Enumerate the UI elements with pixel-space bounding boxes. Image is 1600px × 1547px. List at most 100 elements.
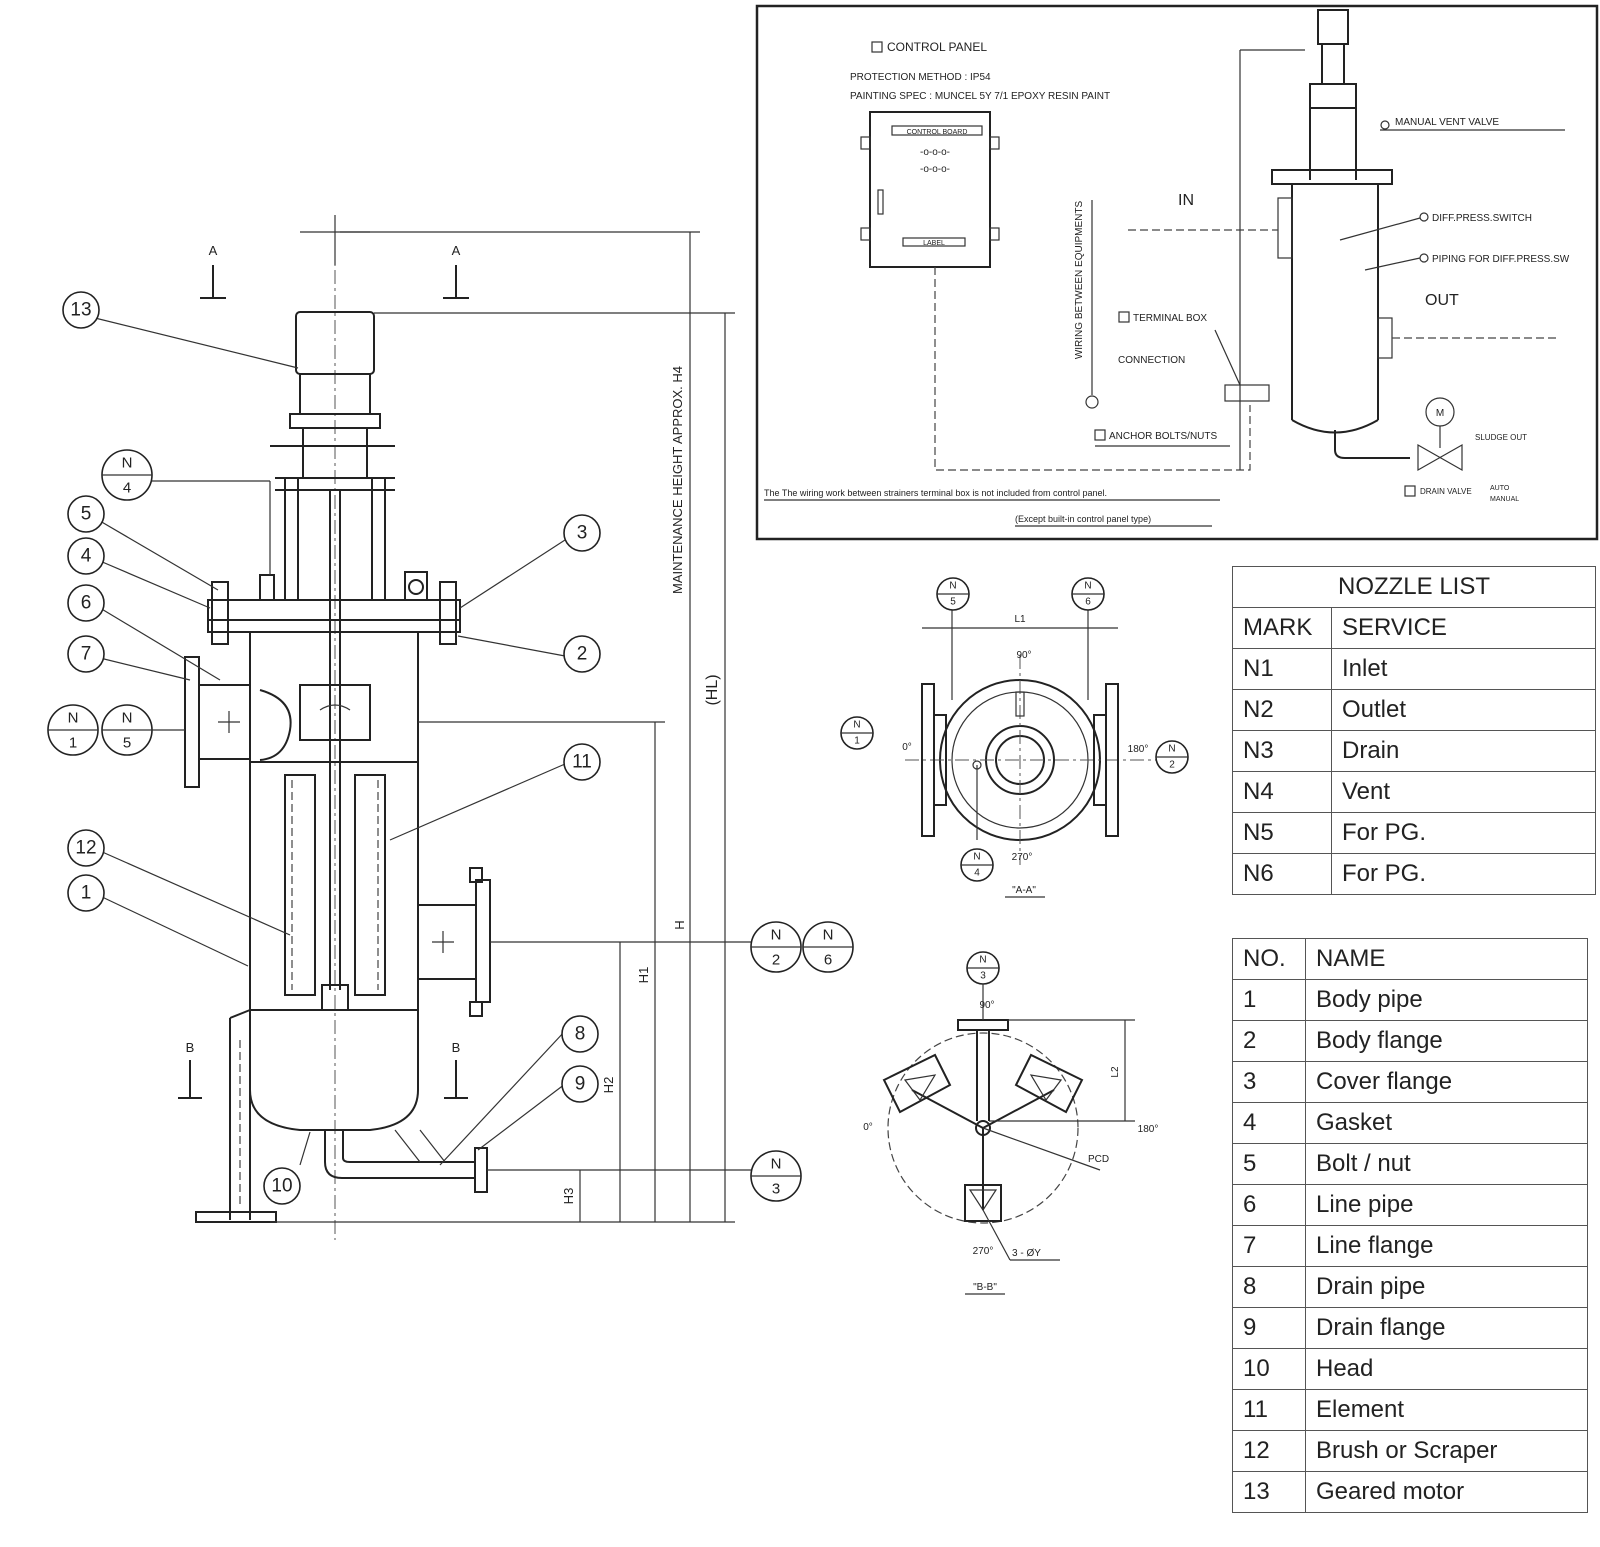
aa-width: L1 (1014, 614, 1026, 625)
name-cell: Head (1305, 1348, 1588, 1390)
col-service-header: SERVICE (1331, 607, 1596, 649)
terminal-box-label: TERMINAL BOX (1133, 313, 1207, 324)
svg-text:N: N (1084, 581, 1091, 592)
callout-4: 4 (67, 537, 105, 575)
svg-text:2: 2 (577, 644, 588, 665)
manual-vent-label: MANUAL VENT VALVE (1395, 117, 1499, 128)
svg-text:-o-o-o-: -o-o-o- (920, 147, 950, 158)
bb-deg-0: 0° (863, 1122, 873, 1133)
svg-text:N: N (949, 581, 956, 592)
svg-text:N: N (771, 927, 782, 944)
section-b-left: B (186, 1040, 195, 1055)
svg-text:5: 5 (950, 597, 956, 608)
drain-valve-label: DRAIN VALVE (1420, 487, 1472, 496)
name-cell: Gasket (1305, 1102, 1588, 1144)
aa-n2: N2 (1155, 740, 1189, 774)
bb-deg-90: 90° (979, 1000, 994, 1011)
svg-text:5: 5 (81, 504, 92, 525)
mark-cell: N6 (1232, 853, 1332, 895)
mark-cell: N5 (1232, 812, 1332, 854)
svg-text:-o-o-o-: -o-o-o- (920, 164, 950, 175)
painting-spec: PAINTING SPEC : MUNCEL 5Y 7/1 EPOXY RESI… (850, 91, 1110, 102)
callout-8: 8 (561, 1015, 599, 1053)
bb-pcd: PCD (1088, 1154, 1109, 1165)
name-cell: Geared motor (1305, 1471, 1588, 1513)
service-cell: Inlet (1331, 648, 1596, 690)
callout-6: 6 (67, 584, 105, 622)
svg-text:3: 3 (772, 1181, 780, 1198)
svg-text:N: N (771, 1156, 782, 1173)
no-cell: 3 (1232, 1061, 1306, 1103)
wiring-between: WIRING BETWEEN EQUIPMENTS (1074, 201, 1085, 360)
aa-deg-270: 270° (1012, 852, 1033, 863)
callout-10: 10 (263, 1167, 301, 1205)
svg-text:N: N (122, 455, 133, 472)
nozzle-n4: N4 (101, 449, 153, 501)
callout-13: 13 (62, 291, 100, 329)
svg-text:3: 3 (577, 523, 588, 544)
callout-2: 2 (563, 635, 601, 673)
bb-n3: N3 (966, 951, 1000, 985)
motor-m-label: M (1436, 408, 1444, 419)
wiring-note-2: (Except built-in control panel type) (1015, 514, 1151, 524)
manual-label: MANUAL (1490, 496, 1519, 503)
maint-height-label: MAINTENANCE HEIGHT APPROX. H4 (670, 366, 685, 594)
no-cell: 2 (1232, 1020, 1306, 1062)
no-cell: 8 (1232, 1266, 1306, 1308)
name-cell: Line flange (1305, 1225, 1588, 1267)
section-a-left: A (209, 243, 218, 258)
svg-text:2: 2 (1169, 760, 1175, 771)
no-cell: 12 (1232, 1430, 1306, 1472)
panel-label-plate: LABEL (923, 240, 945, 247)
control-panel-title: CONTROL PANEL (887, 40, 987, 54)
svg-text:9: 9 (575, 1074, 586, 1095)
svg-text:12: 12 (75, 838, 96, 859)
name-cell: Element (1305, 1389, 1588, 1431)
diff-switch-label: DIFF.PRESS.SWITCH (1432, 213, 1532, 224)
service-cell: Drain (1331, 730, 1596, 772)
mark-cell: N3 (1232, 730, 1332, 772)
aa-deg-180: 180° (1128, 744, 1149, 755)
aa-n1: N1 (840, 716, 874, 750)
service-cell: Outlet (1331, 689, 1596, 731)
bb-bolts: 3 - ØY (1012, 1248, 1041, 1259)
svg-text:10: 10 (271, 1176, 292, 1197)
no-cell: 6 (1232, 1184, 1306, 1226)
piping-diff-label: PIPING FOR DIFF.PRESS.SW (1432, 254, 1570, 265)
no-cell: 7 (1232, 1225, 1306, 1267)
svg-text:1: 1 (81, 883, 92, 904)
h3-label: H3 (561, 1188, 576, 1205)
svg-text:6: 6 (824, 952, 832, 969)
in-label: IN (1178, 192, 1194, 209)
svg-text:N: N (853, 720, 860, 731)
hl-label: (HL) (704, 674, 721, 705)
svg-text:N: N (122, 710, 133, 727)
bb-caption: "B-B" (973, 1282, 997, 1293)
h2-label: H2 (601, 1077, 616, 1094)
callout-1: 1 (67, 874, 105, 912)
view-a-a: L1 90° 180° 270° 0° "A-A" N5 N6 N1 N2 N4 (840, 577, 1189, 898)
mark-cell: N4 (1232, 771, 1332, 813)
section-a-right: A (452, 243, 461, 258)
connection-label: CONNECTION (1118, 355, 1185, 366)
mark-cell: N1 (1232, 648, 1332, 690)
schematic-box: CONTROL PANEL PROTECTION METHOD : IP54 P… (755, 4, 1599, 541)
callout-11: 11 (563, 743, 601, 781)
no-cell: 9 (1232, 1307, 1306, 1349)
aa-caption: "A-A" (1012, 885, 1036, 896)
svg-text:11: 11 (572, 752, 592, 773)
svg-text:4: 4 (123, 480, 131, 497)
